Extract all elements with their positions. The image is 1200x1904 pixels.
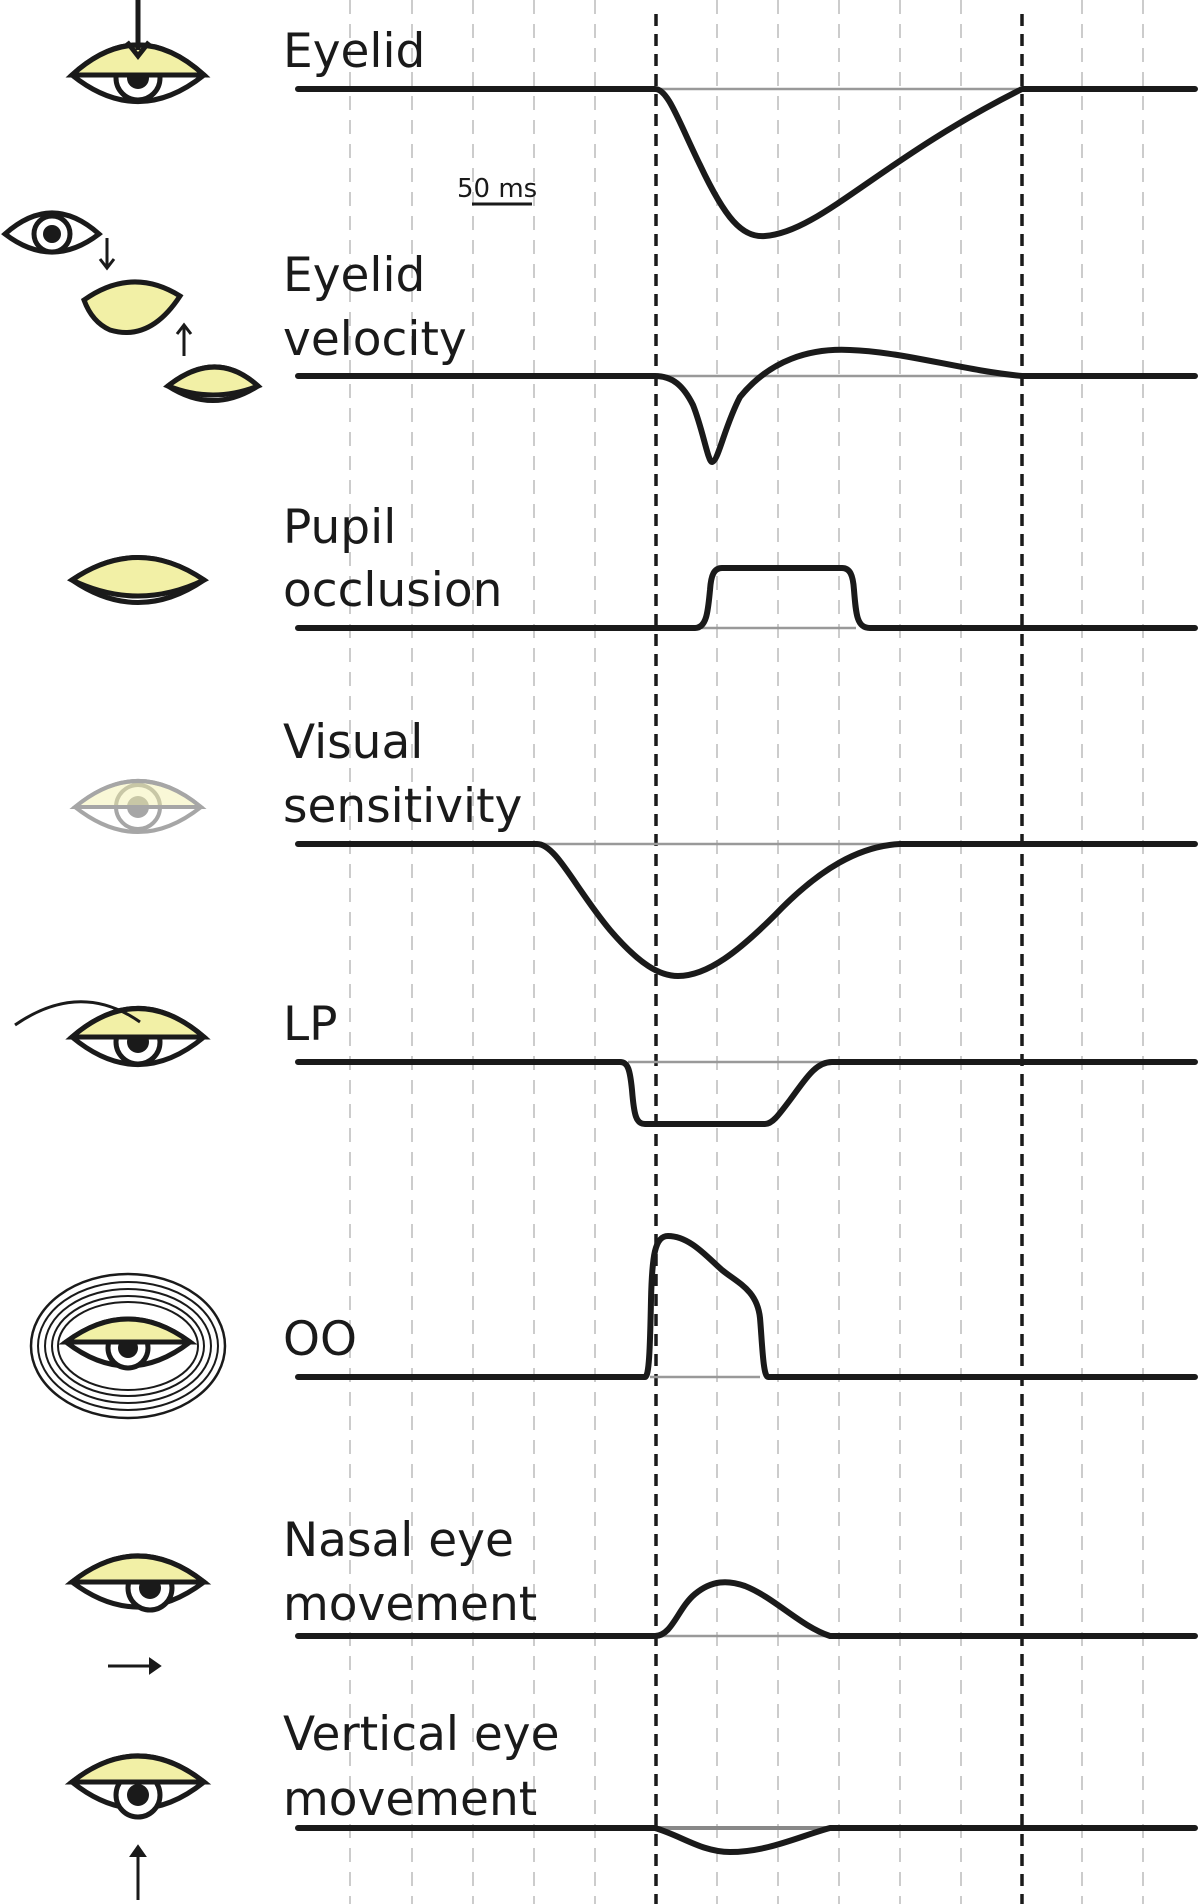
eye-orbicularis-icon	[29, 1272, 227, 1420]
label-eyelid-velocity-line1: Eyelid	[283, 248, 425, 303]
label-eyelid-velocity-line2: velocity	[283, 312, 467, 367]
eye-vertical-movement-icon	[64, 1753, 212, 1900]
eye-blink-sequence-icon	[1, 210, 263, 403]
eyelid-trace	[295, 86, 1198, 240]
trace-labels: Eyelid Eyelid velocity Pupil occlusion V…	[283, 24, 560, 1827]
label-visual-sensitivity-line2: sensitivity	[283, 779, 522, 834]
closed-eye-icon	[67, 555, 209, 605]
event-marker-lines	[654, 14, 1024, 1904]
eyelid-velocity-trace	[295, 346, 1198, 465]
label-vertical-eye-movement-line1: Vertical eye	[283, 1707, 560, 1762]
scale-bar-label: 50 ms	[457, 174, 537, 204]
eye-nasal-movement-icon	[64, 1553, 212, 1675]
label-pupil-occlusion-line2: occlusion	[283, 563, 502, 618]
faded-eye-icon	[69, 779, 207, 834]
lp-trace	[295, 1059, 1198, 1127]
baselines	[537, 87, 1022, 1638]
label-nasal-eye-movement-line2: movement	[283, 1577, 537, 1632]
label-lp: LP	[283, 997, 338, 1052]
vertical-eye-movement-trace	[295, 1825, 1198, 1855]
label-visual-sensitivity-line1: Visual	[283, 715, 423, 770]
scale-bar: 50 ms	[457, 174, 537, 206]
label-vertical-eye-movement-line2: movement	[283, 1772, 537, 1827]
oo-trace	[295, 1233, 1198, 1380]
label-oo: OO	[283, 1312, 357, 1367]
label-eyelid: Eyelid	[283, 24, 425, 79]
label-nasal-eye-movement-line1: Nasal eye	[283, 1513, 514, 1568]
pupil-occlusion-trace	[295, 565, 1198, 631]
nasal-eye-movement-trace	[295, 1579, 1198, 1639]
eye-levator-icon	[14, 1000, 211, 1067]
label-pupil-occlusion-line1: Pupil	[283, 500, 396, 555]
eye-lid-down-icon	[65, 0, 211, 104]
grid-lines	[349, 0, 1144, 1904]
visual-sensitivity-trace	[295, 841, 1198, 979]
